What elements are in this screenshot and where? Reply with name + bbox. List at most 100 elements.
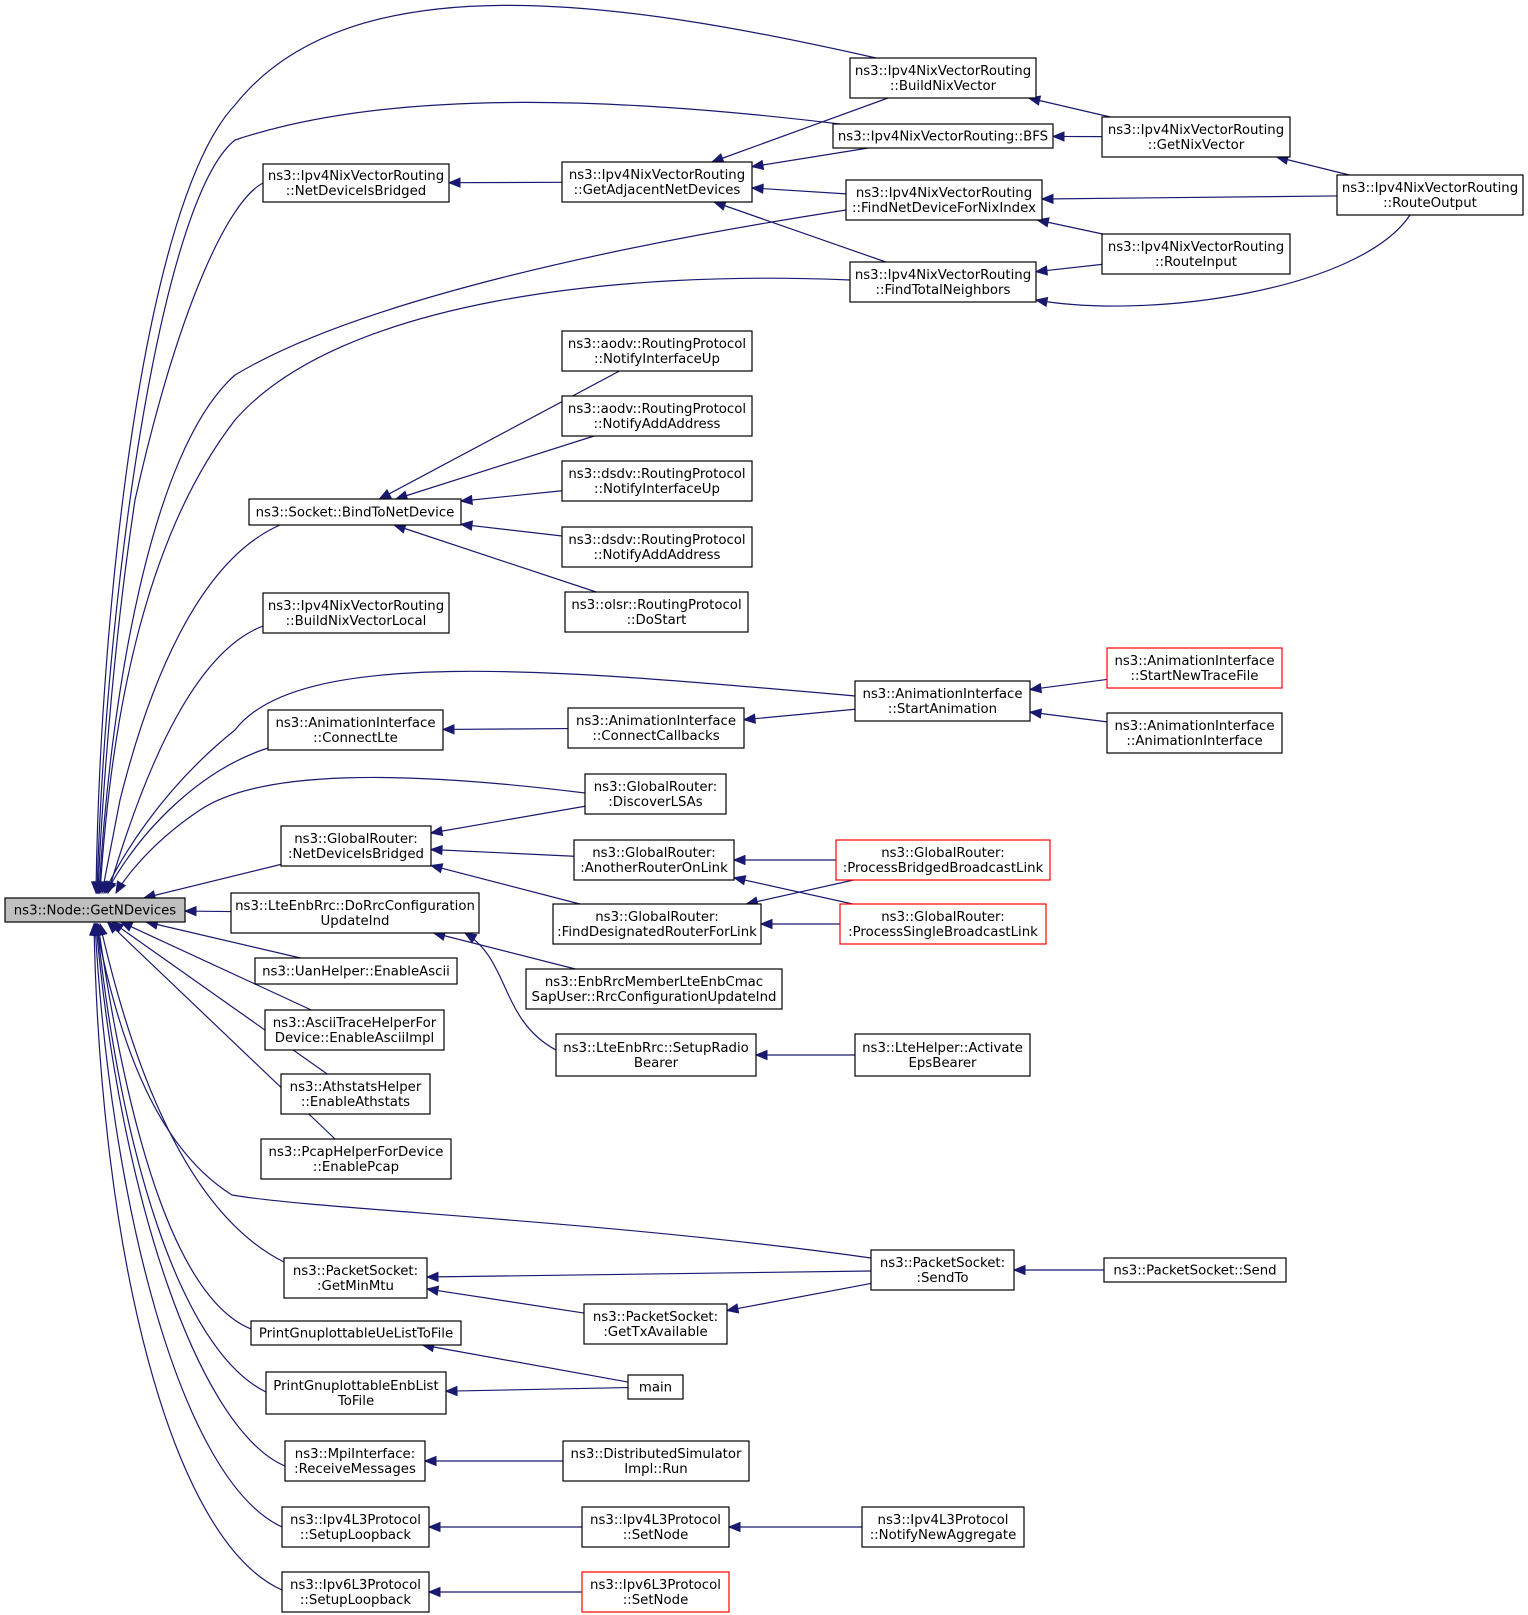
node-ns3-ipv4l3protocol-setnode[interactable]: ns3::Ipv4L3Protocol::SetNode (581, 1506, 730, 1548)
node-label-line: ns3::dsdv::RoutingProtocol (568, 533, 745, 548)
node-ns3-packetsocket-send[interactable]: ns3::PacketSocket::Send (1103, 1257, 1287, 1283)
node-box (267, 709, 444, 751)
node-ns3-socket-bindtonetdevice[interactable]: ns3::Socket::BindToNetDevice (248, 498, 462, 526)
node-ns3-packetsocket-getminmtu[interactable]: ns3::PacketSocket::GetMinMtu (283, 1257, 428, 1299)
edge-nvr_getnix-to-nvr_build (1027, 95, 1111, 118)
edge-line (422, 1344, 629, 1383)
node-ns3-animationinterface-animationinterface[interactable]: ns3::AnimationInterface::AnimationInterf… (1106, 712, 1283, 754)
node-label-line: ::StartAnimation (888, 702, 997, 717)
node-ns3-ipv6l3protocol-setnode[interactable]: ns3::Ipv6L3Protocol::SetNode (581, 1571, 730, 1613)
node-ns3-aodv-routingprotocol-notifyaddaddress[interactable]: ns3::aodv::RoutingProtocol::NotifyAddAdd… (561, 395, 753, 437)
node-label-line: ns3::Socket::BindToNetDevice (256, 506, 455, 521)
edge-nvr_adj-to-nvr_bridged (447, 177, 563, 188)
edge-gr_another-to-gr_bridged (429, 844, 575, 857)
node-box (552, 903, 762, 945)
node-ns3-globalrouter-discoverlsas[interactable]: ns3::GlobalRouter::DiscoverLSAs (584, 773, 727, 815)
edge-line (430, 864, 580, 905)
node-box (1101, 116, 1291, 158)
node-ns3-animationinterface-startanimation[interactable]: ns3::AnimationInterface::StartAnimation (854, 680, 1031, 722)
node-label-line: ::BuildNixVector (890, 79, 997, 94)
node-label-line: ns3::LteHelper::Activate (862, 1041, 1023, 1056)
node-label-line: ns3::GlobalRouter: (294, 832, 418, 847)
edge-nvr_routein-to-nvr_findnet (1036, 217, 1103, 235)
edge-nvr_routeout-to-nvr_findnet (1040, 193, 1338, 205)
arrowhead-icon (1034, 296, 1049, 308)
node-ns3-ipv4nixvectorrouting-netdeviceisbridged[interactable]: ns3::Ipv4NixVectorRouting::NetDeviceIsBr… (262, 163, 450, 203)
node-label-line: ns3::Ipv4NixVectorRouting (268, 599, 444, 614)
arrowhead-icon (712, 200, 727, 211)
node-ns3-globalrouter-processbridgedbroadcastlink[interactable]: ns3::GlobalRouter::ProcessBridgedBroadca… (835, 839, 1051, 881)
node-box (262, 163, 450, 203)
node-label-line: ns3::Ipv4NixVectorRouting (1342, 181, 1518, 196)
node-ns3-mpiinterface-receivemessages[interactable]: ns3::MpiInterface::ReceiveMessages (284, 1440, 426, 1482)
node-label-line: EpsBearer (908, 1056, 977, 1071)
node-ns3-ipv4nixvectorrouting-routeoutput[interactable]: ns3::Ipv4NixVectorRouting::RouteOutput (1336, 174, 1524, 216)
node-label-line: :AnotherRouterOnLink (580, 861, 728, 876)
edge-main-to-pg_ue (421, 1341, 629, 1383)
node-printgnuplottableuelisttofile[interactable]: PrintGnuplottableUeListToFile (250, 1320, 462, 1346)
node-label-line: ns3::Ipv4NixVectorRouting (569, 168, 745, 183)
edge-line (714, 201, 886, 263)
edge-gr_disc-to-gr_bridged (429, 805, 586, 837)
node-ns3-ipv4nixvectorrouting-routeinput[interactable]: ns3::Ipv4NixVectorRouting::RouteInput (1101, 233, 1291, 275)
node-label-line: ns3::AnimationInterface (1114, 654, 1274, 669)
node-ns3-pcaphelperfordevice-enablepcap[interactable]: ns3::PcapHelperForDevice::EnablePcap (260, 1138, 452, 1180)
node-label-line: :GetTxAvailable (603, 1325, 707, 1340)
edge-line (95, 923, 872, 1259)
node-ns3-aodv-routingprotocol-notifyinterfaceup[interactable]: ns3::aodv::RoutingProtocol::NotifyInterf… (561, 330, 753, 372)
node-ns3-ipv6l3protocol-setuploopback[interactable]: ns3::Ipv6L3Protocol::SetupLoopback (281, 1571, 430, 1613)
node-ns3-globalrouter-finddesignatedrouterforlink[interactable]: ns3::GlobalRouter::FindDesignatedRouterF… (552, 903, 762, 945)
arrowhead-icon (754, 1049, 768, 1061)
edge-line (379, 370, 620, 500)
node-ns3-ipv4nixvectorrouting-bfs[interactable]: ns3::Ipv4NixVectorRouting::BFS (832, 123, 1054, 149)
node-label-line: ::NotifyInterfaceUp (594, 352, 720, 367)
node-ns3-lteenbrrc-dorrcconfiguration-updateind[interactable]: ns3::LteEnbRrc::DoRrcConfigurationUpdate… (230, 892, 480, 934)
node-ns3-animationinterface-startnewtracefile[interactable]: ns3::AnimationInterface::StartNewTraceFi… (1106, 647, 1283, 689)
node-ns3-ipv4nixvectorrouting-buildnixvectorlocal[interactable]: ns3::Ipv4NixVectorRouting::BuildNixVecto… (262, 592, 450, 634)
node-ns3-packetsocket-sendto[interactable]: ns3::PacketSocket::SendTo (870, 1249, 1015, 1291)
edge-line (426, 1288, 585, 1314)
node-ns3-globalrouter-anotherrouteronlink[interactable]: ns3::GlobalRouter::AnotherRouterOnLink (573, 839, 735, 881)
node-ns3-ipv4nixvectorrouting-getnixvector[interactable]: ns3::Ipv4NixVectorRouting::GetNixVector (1101, 116, 1291, 158)
node-main[interactable]: main (627, 1374, 684, 1400)
node-label-line: ::SetNode (623, 1593, 689, 1608)
node-ns3-ipv4nixvectorrouting-findnetdevicefornixindex[interactable]: ns3::Ipv4NixVectorRouting::FindNetDevice… (845, 179, 1043, 221)
node-ns3-ipv4l3protocol-setuploopback[interactable]: ns3::Ipv4L3Protocol::SetupLoopback (281, 1506, 430, 1548)
edge-line (430, 848, 575, 857)
node-ns3-ipv4l3protocol-notifynewaggregate[interactable]: ns3::Ipv4L3Protocol::NotifyNewAggregate (861, 1506, 1025, 1548)
node-ns3-athstatshelper-enableathstats[interactable]: ns3::AthstatsHelper::EnableAthstats (280, 1073, 431, 1115)
node-ns3-ipv4nixvectorrouting-buildnixvector[interactable]: ns3::Ipv4NixVectorRouting::BuildNixVecto… (849, 57, 1037, 99)
node-ns3-asciitracehelperfor-device-enableasciiimpl[interactable]: ns3::AsciiTraceHelperForDevice::EnableAs… (264, 1009, 445, 1051)
edge-gr_procbridged-to-gr_another (732, 854, 836, 866)
node-ns3-dsdv-routingprotocol-notifyinterfaceup[interactable]: ns3::dsdv::RoutingProtocol::NotifyInterf… (561, 460, 753, 502)
node-label-line: PrintGnuplottableEnbList (273, 1379, 438, 1394)
node-label-line: ::StartNewTraceFile (1131, 669, 1259, 684)
node-box (555, 1033, 757, 1077)
node-box (561, 330, 753, 372)
node-ns3-animationinterface-connectlte[interactable]: ns3::AnimationInterface::ConnectLte (267, 709, 444, 751)
edge-anim_cb-to-anim_lte (441, 724, 569, 735)
arrowhead-icon (427, 1586, 441, 1598)
node-label-line: :ProcessSingleBroadcastLink (848, 925, 1038, 940)
edge-gr_procsingle-to-gr_another (732, 875, 853, 905)
node-ns3-enbrrcmemberlteenbcmac-sapuser-rrcconfigurationupdateind[interactable]: ns3::EnbRrcMemberLteEnbCmacSapUser::RrcC… (525, 968, 783, 1010)
node-ns3-uanhelper-enableascii[interactable]: ns3::UanHelper::EnableAscii (254, 957, 458, 985)
node-ns3-olsr-routingprotocol-dostart[interactable]: ns3::olsr::RoutingProtocol::DoStart (564, 591, 749, 633)
node-label-line: :NetDeviceIsBridged (288, 847, 424, 862)
node-label-line: ::NotifyInterfaceUp (594, 482, 720, 497)
node-ns3-globalrouter-processsinglebroadcastlink[interactable]: ns3::GlobalRouter::ProcessSingleBroadcas… (839, 903, 1047, 945)
node-box (567, 707, 745, 749)
node-ns3-ipv4nixvectorrouting-getadjacentnetdevices[interactable]: ns3::Ipv4NixVectorRouting::GetAdjacentNe… (561, 161, 753, 203)
node-ns3-globalrouter-netdeviceisbridged[interactable]: ns3::GlobalRouter::NetDeviceIsBridged (280, 825, 432, 867)
arrowhead-icon (1051, 131, 1065, 142)
node-label-line: ns3::PacketSocket: (593, 1310, 718, 1325)
edge-nvr_routeout-to-nvr_getnix (1275, 154, 1350, 176)
node-ns3-dsdv-routingprotocol-notifyaddaddress[interactable]: ns3::dsdv::RoutingProtocol::NotifyAddAdd… (561, 526, 753, 568)
node-ns3-animationinterface-connectcallbacks[interactable]: ns3::AnimationInterface::ConnectCallback… (567, 707, 745, 749)
node-ns3-ipv4nixvectorrouting-findtotalneighbors[interactable]: ns3::Ipv4NixVectorRouting::FindTotalNeig… (849, 261, 1037, 303)
node-ns3-packetsocket-gettxavailable[interactable]: ns3::PacketSocket::GetTxAvailable (583, 1303, 728, 1345)
